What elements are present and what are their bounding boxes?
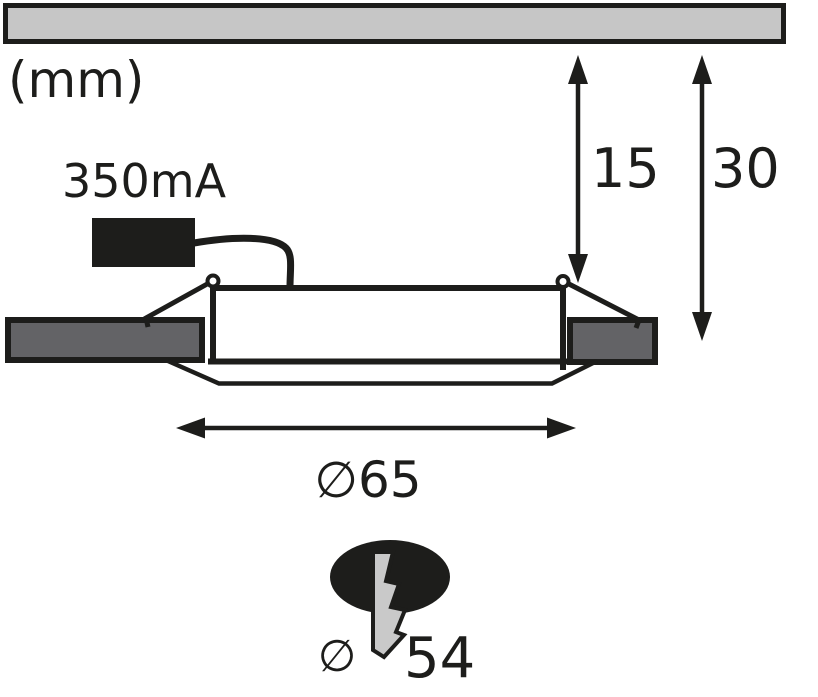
dim-arrow-diameter-65: ∅65 [176,417,576,509]
housing-body [216,291,560,360]
lightning-bolt-icon [371,550,408,660]
arrowhead-right-icon [547,417,576,439]
cutout-panel-left [5,317,205,363]
hole-ellipse [330,540,450,614]
arrowhead-up-icon [692,55,712,84]
arrowhead-up-icon [568,55,588,84]
dim-arrow-15: 15 [568,55,660,283]
driver-box-icon [92,218,195,267]
mounting-surface-bar [3,3,786,44]
cutout-diameter-symbol: ∅ [318,631,356,682]
driver-current-label: 350mA [62,154,227,208]
dim-arrow-30: 30 [692,55,780,341]
arrowhead-down-icon [568,254,588,283]
luminaire-housing [205,273,571,370]
cutout-panel-right [567,317,658,365]
trim-bezel [167,358,599,386]
units-label: (mm) [8,51,144,109]
spring-clip-left-icon [143,280,211,328]
dim-label-30: 30 [711,137,780,200]
dim-label-diameter-65: ∅65 [314,451,421,509]
dim-label-15: 15 [591,137,660,200]
spring-clip-right-icon [565,280,643,329]
drill-hole-icon: ∅ 54 [318,540,475,691]
cutout-diameter-label: 54 [404,626,475,691]
arrowhead-left-icon [176,417,205,439]
arrowhead-down-icon [692,312,712,341]
driver-cable-icon [190,234,295,291]
